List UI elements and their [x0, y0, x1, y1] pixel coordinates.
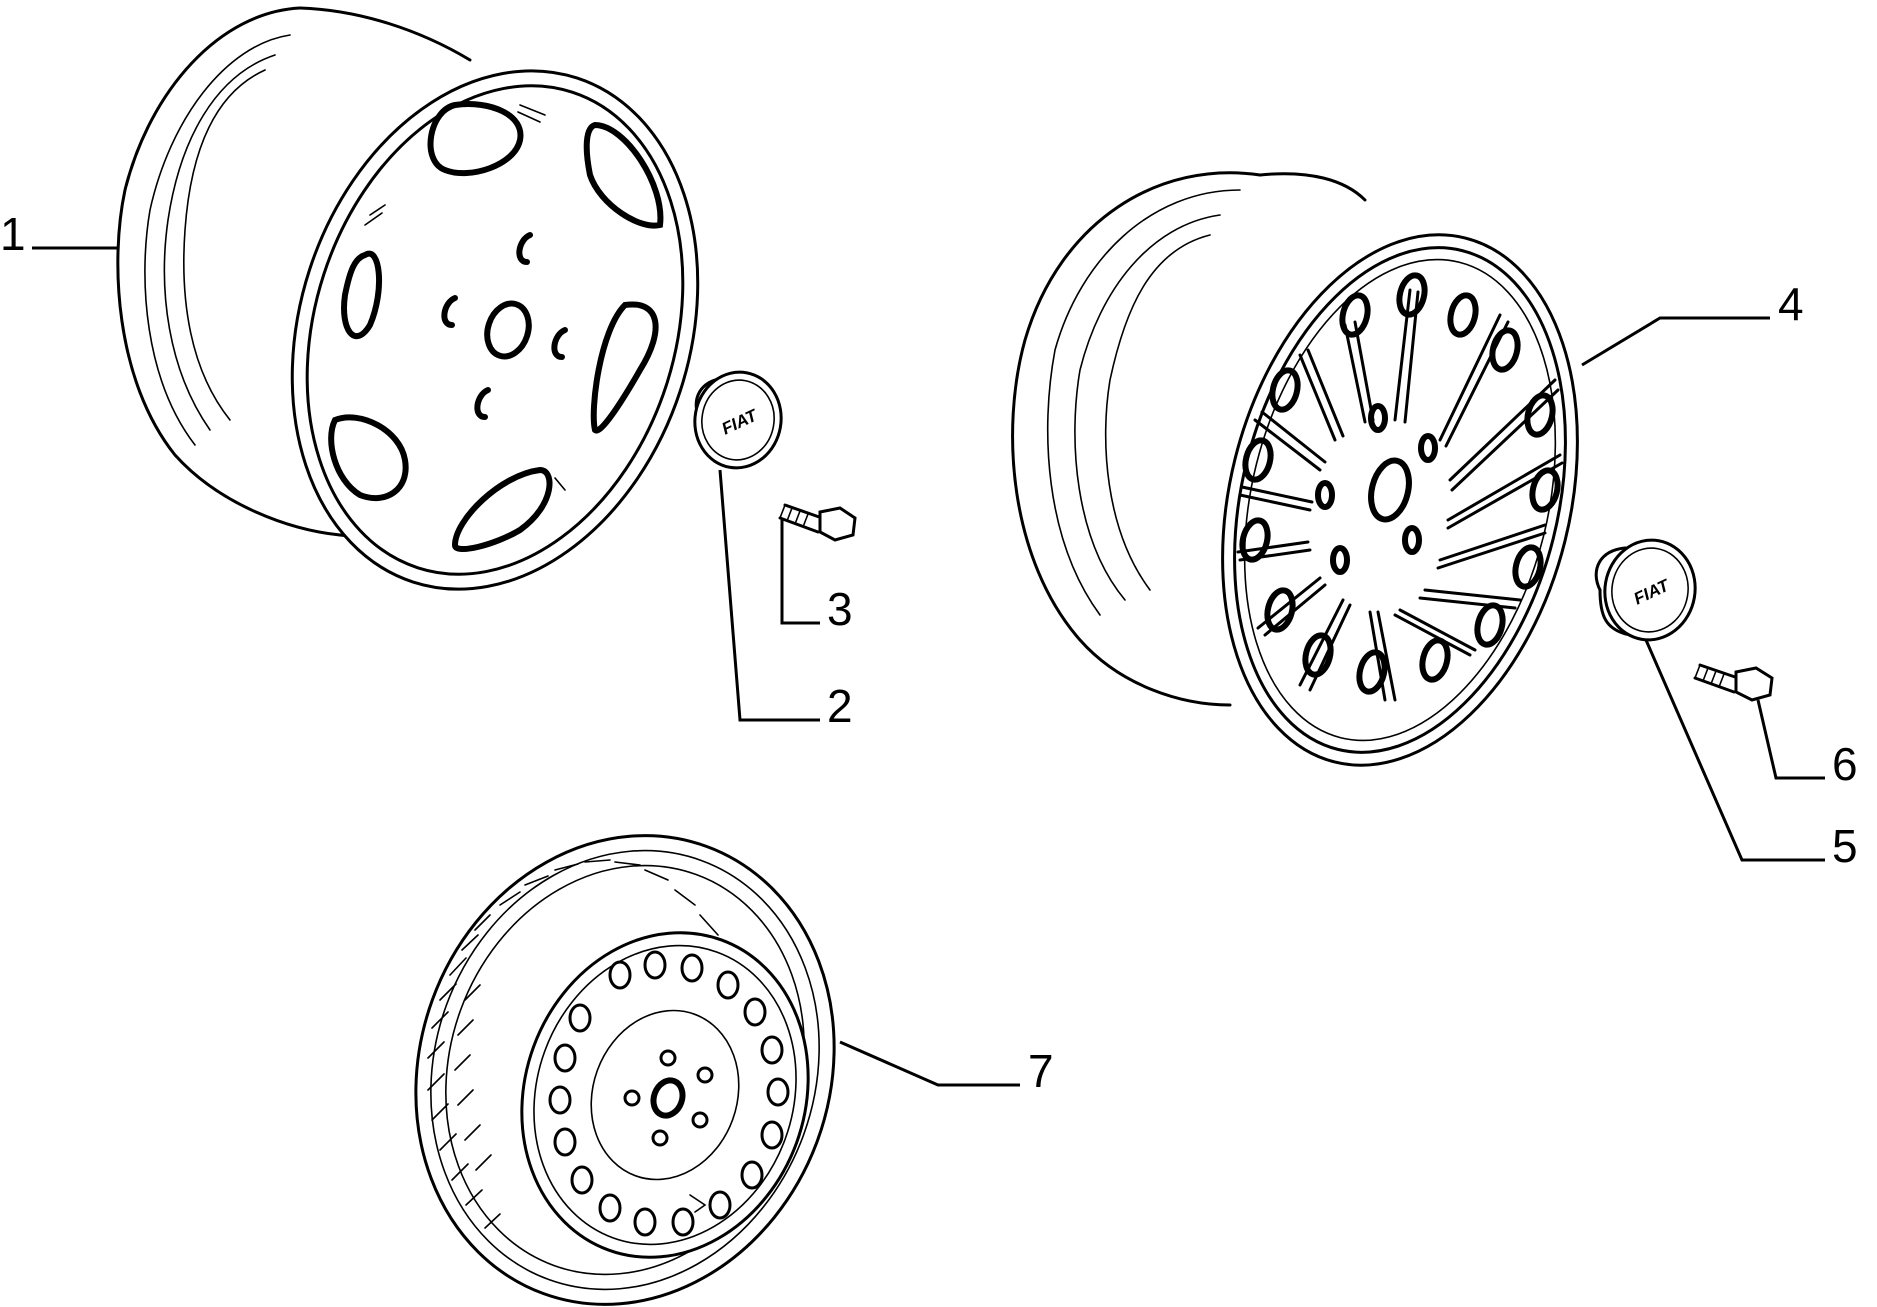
wheel-7-vents: [548, 950, 790, 1237]
callout-5: 5: [1832, 820, 1858, 872]
alloy-wheel-4: [1011, 171, 1579, 767]
callout-1: 1: [0, 208, 26, 260]
callout-6: 6: [1832, 738, 1858, 790]
bolt-3: [778, 503, 857, 542]
alloy-wheel-1: [116, 6, 700, 591]
tire-tread: [427, 859, 719, 1229]
center-cap-2: FIAT: [693, 370, 783, 470]
bolt-6: [1693, 663, 1774, 702]
callout-7: 7: [1028, 1045, 1054, 1097]
callout-3: 3: [827, 583, 853, 635]
wheel-4-outer-holes: [1239, 272, 1561, 695]
callout-2: 2: [827, 680, 853, 732]
center-cap-5: FIAT: [1594, 538, 1697, 642]
wheel-4-spokes: [1236, 288, 1564, 702]
spare-wheel-7: [414, 834, 836, 1306]
callout-numbers: 1 2 3 4 5 6 7: [0, 208, 1858, 1097]
leader-lines: [32, 246, 1825, 1087]
callout-4: 4: [1778, 278, 1804, 330]
